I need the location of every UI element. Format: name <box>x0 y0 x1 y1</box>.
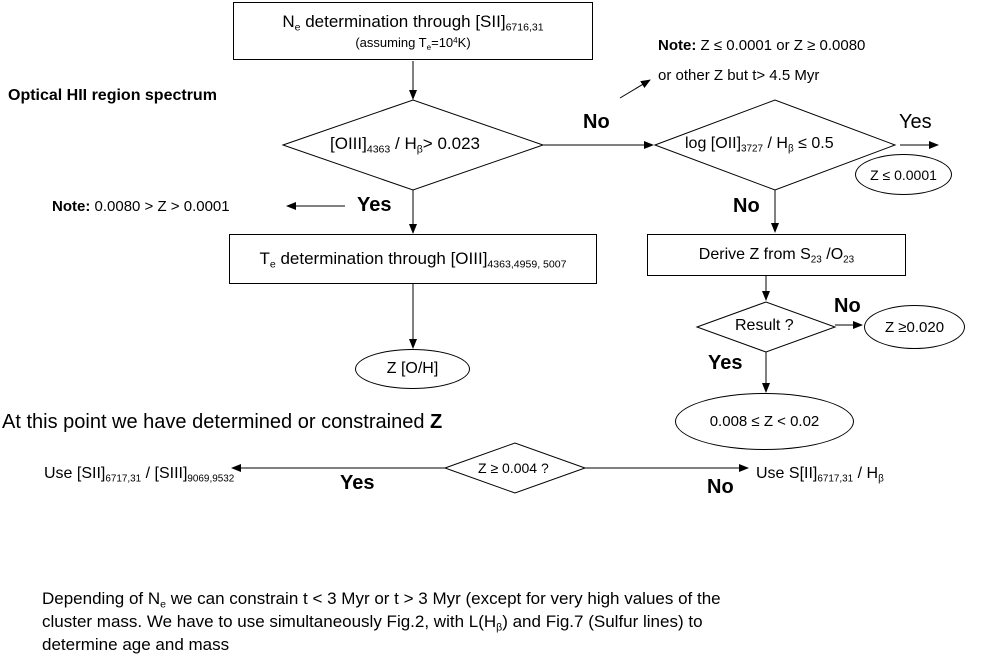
note-left: Note: 0.0080 > Z > 0.0001 <box>52 198 230 215</box>
ne-determination-box: Ne determination through [SII]6716,31 (a… <box>233 2 593 60</box>
derive-z-box: Derive Z from S23 /O23 <box>647 234 906 276</box>
label-yes-z004: Yes <box>340 472 375 494</box>
result-diamond-label: Result ? <box>735 317 794 334</box>
te-determination-box: Te determination through [OIII]4363,4959… <box>229 234 597 284</box>
label-no-result: No <box>834 295 861 317</box>
note-top-line2: or other Z but t> 4.5 Myr <box>658 67 820 84</box>
use-sii-siii-label: Use [SII]6717,31 / [SIII]9069,9532 <box>44 465 235 485</box>
label-yes-oii: Yes <box>899 111 932 133</box>
footer-line-3: determine age and mass <box>42 635 230 654</box>
zoh-ellipse: Z [O/H] <box>355 349 470 389</box>
z004-diamond-label: Z ≥ 0.004 ? <box>478 460 549 476</box>
label-yes-oiii: Yes <box>357 194 392 216</box>
oiii-diamond-label: [OIII]4363 / Hβ> 0.023 <box>330 134 480 156</box>
section-heading: Optical HII region spectrum <box>8 87 217 104</box>
constraint-statement: At this point we have determined or cons… <box>2 411 443 433</box>
oii-diamond-label: log [OII]3727 / Hβ ≤ 0.5 <box>685 135 834 155</box>
note-top-line1: Note: Z ≤ 0.0001 or Z ≥ 0.0080 <box>658 37 866 54</box>
z-high-ellipse: Z ≥0.020 <box>864 305 965 349</box>
z-mid-ellipse: 0.008 ≤ Z < 0.02 <box>675 393 854 450</box>
label-no-z004: No <box>707 476 734 498</box>
label-no-oiii: No <box>583 111 610 133</box>
oii-diamond-shape <box>653 99 897 191</box>
label-yes-result: Yes <box>708 352 743 374</box>
z-low-ellipse: Z ≤ 0.0001 <box>855 154 952 195</box>
footer-line-2: cluster mass. We have to use simultaneou… <box>42 612 703 634</box>
result-diamond-shape <box>695 301 837 353</box>
use-sii-hbeta-label: Use S[II]6717,31 / Hβ <box>756 465 884 485</box>
label-no-oii: No <box>733 195 760 217</box>
footer-line-1: Depending of Ne we can constrain t < 3 M… <box>42 589 721 611</box>
arrow-to-note-top <box>619 79 651 99</box>
